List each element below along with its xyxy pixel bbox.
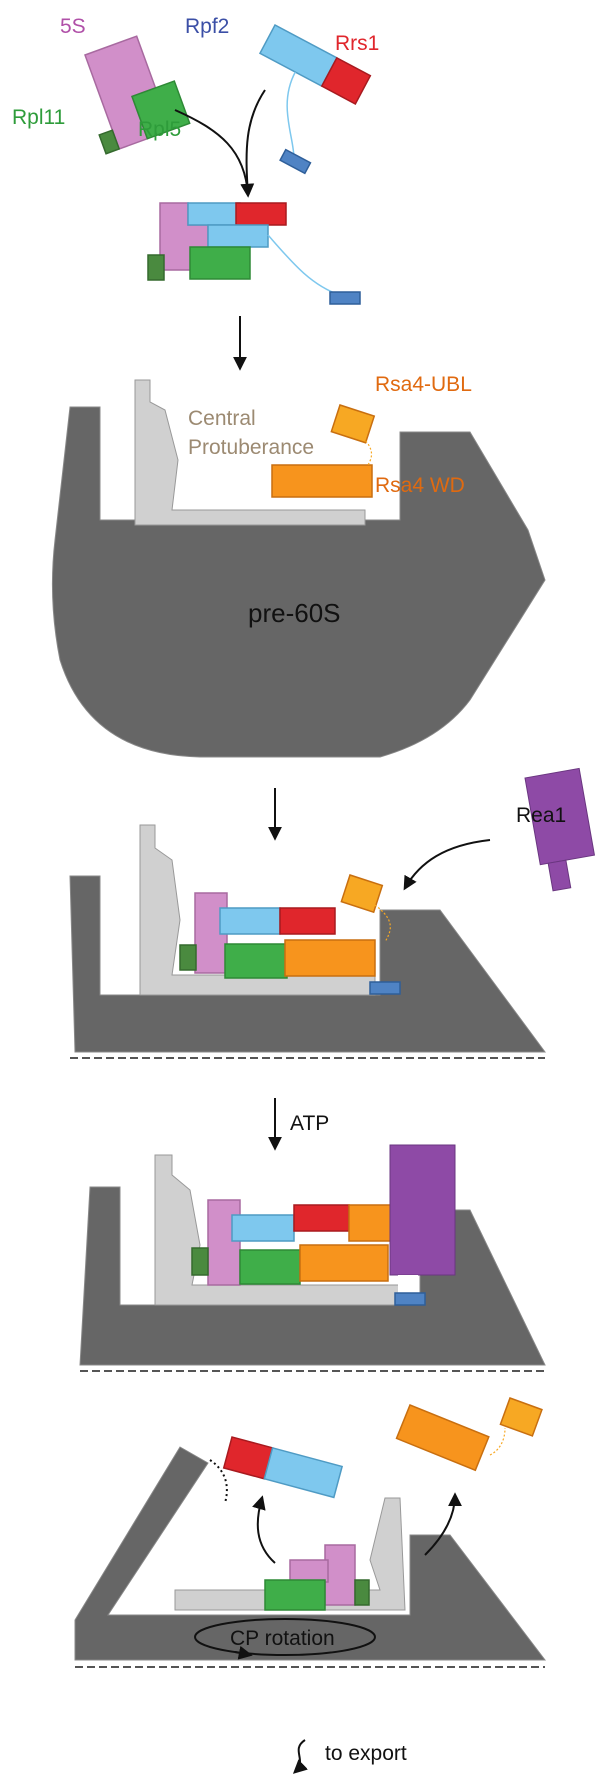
rpf2-c-term-piece — [369, 981, 401, 995]
rea1-protein-docked — [389, 1144, 456, 1276]
rpl11-piece — [147, 254, 165, 281]
rpf2-c-term-piece — [394, 1292, 426, 1306]
rpl11-piece — [98, 129, 121, 155]
rpf2-piece — [231, 1214, 295, 1242]
rpf2-tether — [267, 234, 341, 296]
pre60s-particle-initial — [51, 379, 546, 758]
rsa4-wd-piece — [284, 939, 376, 977]
rrs1-piece — [279, 907, 336, 935]
rpl11-piece — [179, 944, 197, 971]
rea1-protein — [524, 767, 596, 892]
cp-rotation-arrowhead — [234, 1645, 253, 1660]
rsa4-ubl-piece — [499, 1397, 543, 1437]
central-protuberance — [139, 824, 376, 996]
ribosome-slab — [74, 1446, 547, 1661]
rpf2-piece — [263, 1446, 344, 1499]
label-rpl11: Rpl11 — [12, 106, 65, 129]
rpf2-piece — [258, 23, 338, 88]
release-arrow-left — [252, 1495, 276, 1564]
rpf2-piece-lower — [207, 224, 269, 248]
label-rsa4-ubl: Rsa4-UBL — [375, 373, 472, 396]
rpf2-piece — [187, 202, 241, 226]
label-export: to export — [325, 1742, 407, 1765]
rsa4-wd-piece — [395, 1404, 490, 1472]
rrs1-piece — [320, 56, 372, 105]
merge-arrow-right — [245, 89, 266, 196]
label-rpl5: Rpl5 — [138, 118, 181, 141]
rpl5-piece — [264, 1579, 326, 1611]
rpl11-piece — [191, 1247, 209, 1276]
label-atp: ATP — [290, 1112, 329, 1135]
rpl5-piece — [131, 80, 191, 140]
label-rea1: Rea1 — [516, 804, 566, 827]
rsa4-wd-piece — [299, 1244, 389, 1282]
fives-rna-arm — [289, 1559, 329, 1583]
rsa4-ubl-piece — [330, 404, 376, 444]
rpf2-c-term-piece — [329, 291, 361, 305]
label-cp-line1: Central — [188, 407, 256, 430]
rrs1-piece — [235, 202, 287, 226]
rea1-mida-white-gap — [398, 1275, 418, 1293]
export-arrow — [292, 1739, 308, 1774]
label-pre60s: pre-60S — [248, 598, 341, 628]
rpf2-c-term-piece — [279, 148, 312, 175]
label-rpf2: Rpf2 — [185, 15, 229, 38]
rsa4-linker — [374, 904, 391, 943]
pre60s-particle-rea1-bound — [79, 1144, 546, 1372]
merge-arrow-left — [174, 109, 255, 198]
rpf2-tether — [286, 71, 296, 160]
ribosome-slab — [69, 875, 546, 1053]
rpl5-piece — [224, 943, 288, 979]
label-cp-line2: Protuberance — [188, 436, 314, 459]
cp-rotation-ellipse — [194, 1618, 376, 1656]
release-arrow-right — [424, 1492, 462, 1556]
label-5s: 5S — [60, 15, 86, 38]
central-protuberance — [134, 379, 366, 526]
rrs1-piece — [293, 1204, 350, 1232]
rsa4-linker — [362, 437, 373, 466]
label-cp-rotation: CP rotation — [230, 1627, 335, 1650]
ribosome-body — [51, 406, 546, 758]
label-rrs1: Rrs1 — [335, 32, 379, 55]
rpf2-piece — [219, 907, 281, 935]
fives-rpl5-rpl11-complex-free — [84, 35, 191, 155]
fives-rna-piece — [207, 1199, 241, 1286]
pre60s-particle-cp-rotated — [74, 1446, 547, 1668]
central-protuberance-rotated — [174, 1497, 406, 1611]
rsa4-linker-released — [489, 1427, 506, 1456]
label-rsa4-wd: Rsa4 WD — [375, 474, 465, 497]
rsa4-ubl-piece-docked — [348, 1204, 394, 1242]
rpf2-rrs1-complex-free — [258, 23, 372, 175]
rea1-approach-arrow — [403, 839, 491, 891]
rpl5-piece — [239, 1249, 301, 1285]
rpl5-piece — [189, 246, 251, 280]
released-rpf2-rrs1 — [222, 1436, 344, 1499]
rpl11-piece — [354, 1579, 370, 1606]
rsa4-wd-piece — [271, 464, 373, 498]
fives-rna-piece — [324, 1544, 356, 1606]
pre60s-particle-rea1-docking — [69, 767, 596, 1059]
released-rsa4 — [395, 1404, 490, 1472]
assembled-5s-rnp-complex — [147, 202, 361, 305]
rsa4-ubl-piece — [340, 874, 384, 914]
